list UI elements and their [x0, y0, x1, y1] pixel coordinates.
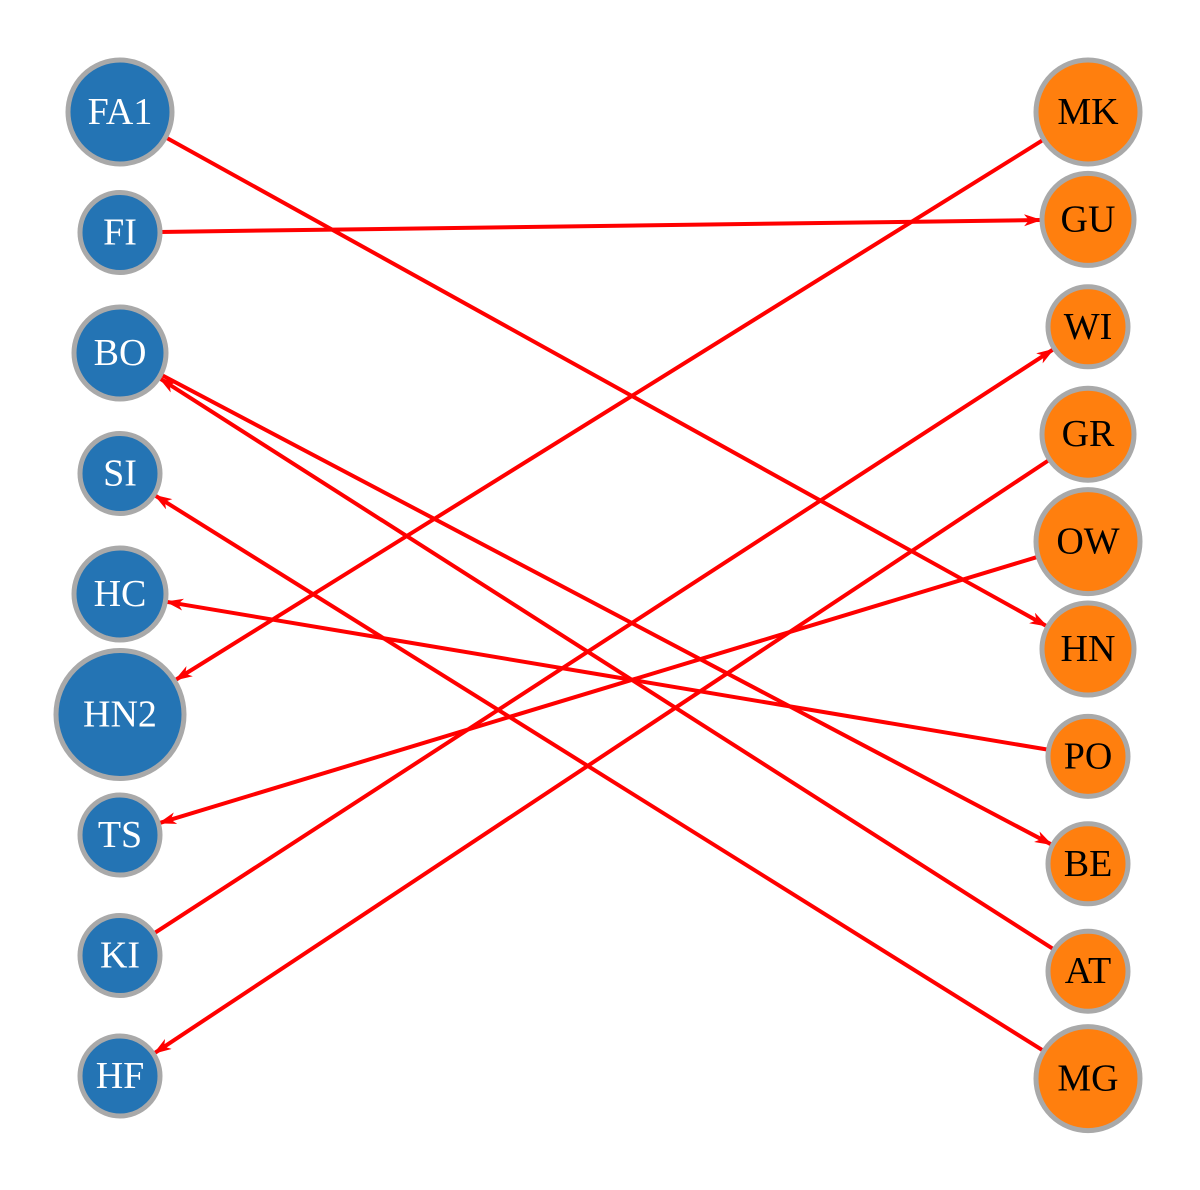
- node-ow: OW: [1033, 487, 1143, 597]
- edge-fa1-to-hn: [164, 135, 1048, 628]
- node-label-fi: FI: [103, 212, 137, 254]
- node-circle-gr: [1039, 385, 1137, 483]
- edge-bo-to-be: [159, 372, 1053, 846]
- node-label-hn: HN: [1061, 628, 1116, 670]
- edge-po-to-hc: [165, 598, 1049, 752]
- node-label-mk: MK: [1057, 91, 1119, 133]
- node-circle-mg: [1033, 1024, 1143, 1134]
- node-ki: KI: [77, 913, 163, 998]
- node-circle-hn: [1039, 600, 1137, 698]
- node-label-hc: HC: [94, 573, 147, 615]
- node-po: PO: [1045, 713, 1131, 799]
- node-si: SI: [77, 431, 163, 516]
- node-circle-ts: [77, 792, 163, 878]
- node-gu: GU: [1039, 170, 1137, 268]
- edge-mk-to-hn2: [174, 137, 1045, 682]
- node-ts: TS: [77, 792, 163, 878]
- node-be: BE: [1045, 821, 1131, 907]
- node-at: AT: [1045, 928, 1131, 1014]
- node-circle-gu: [1039, 170, 1137, 268]
- node-circle-fi: [77, 190, 163, 275]
- node-circle-ki: [77, 913, 163, 998]
- node-label-bo: BO: [94, 332, 147, 374]
- edges-layer: [152, 135, 1056, 1055]
- node-hn: HN: [1039, 600, 1137, 698]
- node-fi: FI: [77, 190, 163, 275]
- node-fa1: FA1: [65, 57, 175, 167]
- node-circle-fa1: [65, 57, 175, 167]
- node-hc: HC: [71, 545, 169, 643]
- node-hf: HF: [77, 1033, 163, 1119]
- node-label-hn2: HN2: [83, 694, 157, 736]
- node-label-mg: MG: [1057, 1058, 1118, 1100]
- node-label-hf: HF: [96, 1055, 145, 1097]
- node-label-si: SI: [103, 453, 137, 495]
- node-label-be: BE: [1064, 843, 1113, 885]
- node-label-at: AT: [1065, 950, 1111, 992]
- node-label-gu: GU: [1061, 198, 1116, 240]
- edge-ow-to-ts: [158, 554, 1039, 825]
- node-circle-po: [1045, 713, 1131, 799]
- node-circle-hf: [77, 1033, 163, 1119]
- node-mk: MK: [1033, 57, 1143, 167]
- node-hn2: HN2: [53, 648, 187, 781]
- node-label-wi: WI: [1064, 306, 1113, 348]
- edge-at-to-bo: [158, 377, 1056, 952]
- node-circle-mk: [1033, 57, 1143, 167]
- node-bo: BO: [71, 304, 169, 402]
- edge-fi-to-gu: [159, 214, 1043, 234]
- node-gr: GR: [1039, 385, 1137, 483]
- node-label-ki: KI: [100, 935, 140, 977]
- node-label-ts: TS: [98, 814, 142, 856]
- edge-mg-to-si: [153, 494, 1045, 1053]
- node-circle-be: [1045, 821, 1131, 907]
- node-circle-hn2: [53, 648, 187, 781]
- node-circle-si: [77, 431, 163, 516]
- node-wi: WI: [1045, 284, 1131, 370]
- node-label-gr: GR: [1062, 413, 1115, 455]
- node-circle-bo: [71, 304, 169, 402]
- node-circle-wi: [1045, 284, 1131, 370]
- edge-ki-to-wi: [152, 347, 1055, 936]
- node-label-fa1: FA1: [88, 91, 153, 133]
- node-circle-at: [1045, 928, 1131, 1014]
- edge-gr-to-hf: [153, 457, 1051, 1055]
- node-circle-ow: [1033, 487, 1143, 597]
- node-label-ow: OW: [1056, 521, 1119, 563]
- node-label-po: PO: [1064, 735, 1113, 777]
- node-circle-hc: [71, 545, 169, 643]
- node-mg: MG: [1033, 1024, 1143, 1134]
